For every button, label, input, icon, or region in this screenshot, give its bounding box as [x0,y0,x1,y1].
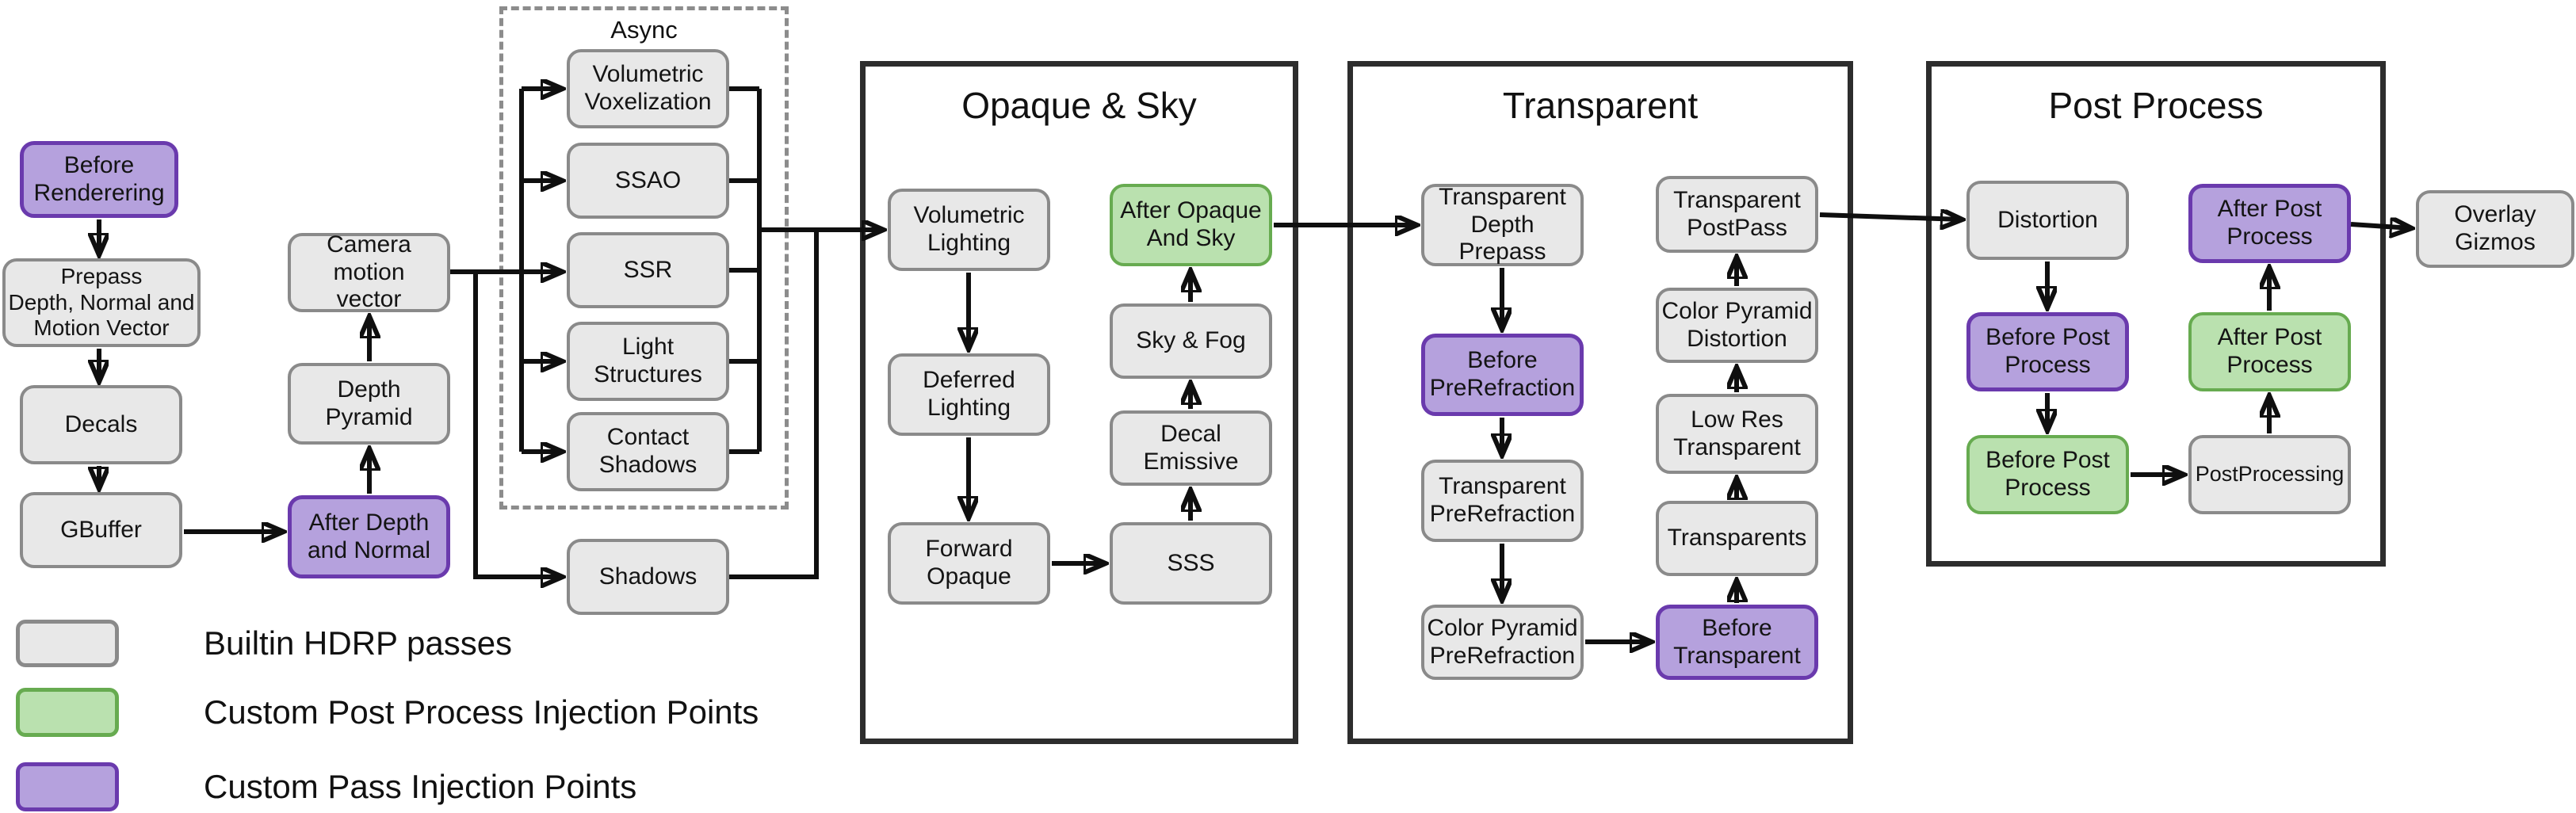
node-camera-motion-vector: Camera motion vector [288,231,450,312]
node-volumetric-voxelization: Volumetric Voxelization [567,49,729,128]
node-before-transparent: Before Transparent [1656,605,1818,680]
node-prepass: Prepass Depth, Normal and Motion Vector [2,258,201,347]
group-title-transparent: Transparent [1502,85,1699,126]
node-after-depth-and-normal: After Depth and Normal [288,495,450,578]
group-title-opaque-and-sky: Opaque & Sky [961,85,1197,126]
node-volumetric-lighting: Volumetric Lighting [888,189,1050,271]
node-before-prerefraction: Before PreRefraction [1421,334,1584,416]
node-overlay-gizmos: Overlay Gizmos [2416,190,2574,268]
node-gbuffer: GBuffer [20,492,182,568]
node-decals: Decals [20,385,182,464]
node-after-post-process-custom-post-process: After Post Process [2188,312,2351,391]
legend-swatch-gray [16,620,119,667]
node-transparent-depth-prepass: Transparent Depth Prepass [1421,184,1584,266]
node-before-post-process-custom-post-process: Before Post Process [1966,435,2129,514]
node-before-rendering: Before Renderering [20,141,178,218]
node-deferred-lighting: Deferred Lighting [888,353,1050,436]
node-color-pyramid-prerefraction: Color Pyramid PreRefraction [1421,605,1584,680]
legend-label: Builtin HDRP passes [204,624,513,662]
node-transparent-prerefraction: Transparent PreRefraction [1421,460,1584,542]
node-ssao: SSAO [567,143,729,219]
node-ssr: SSR [567,232,729,308]
node-distortion: Distortion [1966,181,2129,260]
node-low-res-transparent: Low Res Transparent [1656,394,1818,474]
legend-label: Custom Post Process Injection Points [204,693,759,731]
node-transparent-postpass: Transparent PostPass [1656,176,1818,253]
node-after-opaque-and-sky: After Opaque And Sky [1110,184,1272,266]
legend-swatch-purple [16,762,119,811]
node-after-post-process-custom-pass: After Post Process [2188,184,2351,263]
legend-item-custom-post-process-injection-points: Custom Post Process Injection Points [16,688,759,737]
node-contact-shadows: Contact Shadows [567,412,729,491]
legend-item-custom-pass-injection-points: Custom Pass Injection Points [16,762,636,811]
node-decal-emissive: Decal Emissive [1110,410,1272,486]
node-postprocessing: PostProcessing [2188,435,2351,514]
node-light-structures: Light Structures [567,322,729,401]
legend-swatch-green [16,688,119,737]
legend-item-builtin-hdrp-passes: Builtin HDRP passes [16,620,512,667]
node-sky-and-fog: Sky & Fog [1110,303,1272,379]
group-title-async: Async [610,16,678,44]
node-shadows: Shadows [567,539,729,615]
legend-label: Custom Pass Injection Points [204,768,637,805]
group-title-post-process: Post Process [2048,85,2264,126]
node-before-post-process-custom-pass: Before Post Process [1966,312,2129,391]
node-transparents: Transparents [1656,501,1818,576]
node-forward-opaque: Forward Opaque [888,522,1050,605]
node-sss: SSS [1110,522,1272,605]
node-color-pyramid-distortion: Color Pyramid Distortion [1656,288,1818,363]
node-depth-pyramid: Depth Pyramid [288,363,450,445]
